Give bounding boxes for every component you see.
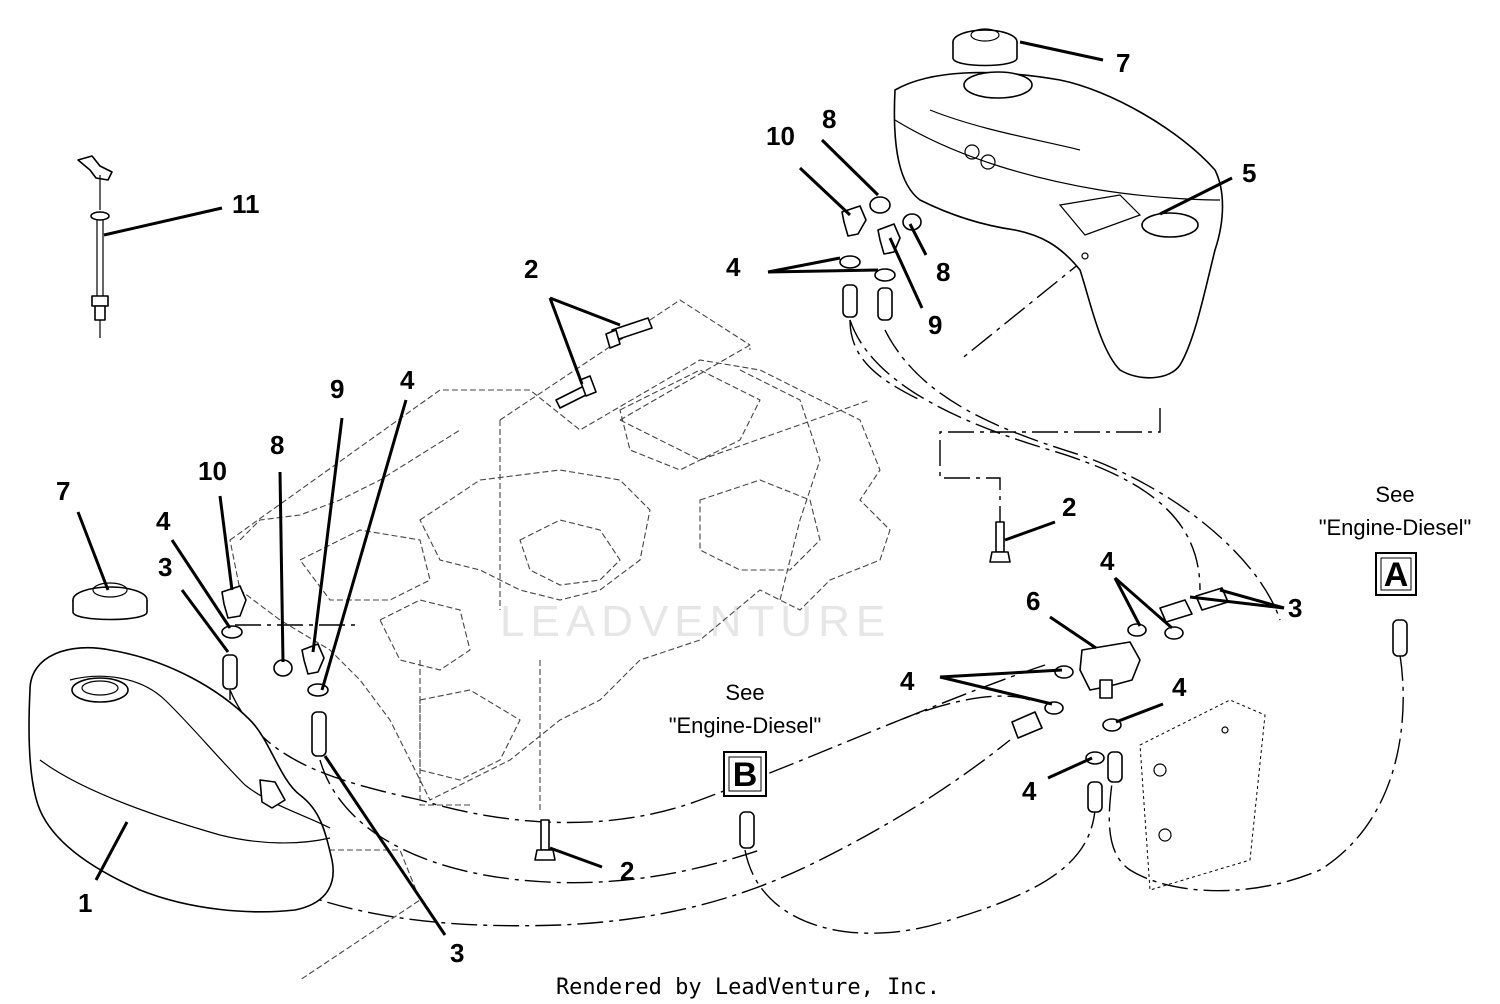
reference-a-letter: A [1384,556,1409,594]
callout-8-left: 8 [270,430,284,460]
right-fuel-tank [893,71,1224,379]
bolt-bottom [534,819,556,861]
callout-3-bottom: 3 [450,938,464,968]
reference-a[interactable]: See "Engine-Diesel" A [1319,482,1472,596]
callout-4-tee-left: 4 [900,666,915,696]
callout-3-right: 3 [1288,593,1302,623]
left-fuel-tank [28,646,334,913]
bolt-top-a [605,317,653,349]
callout-11: 11 [232,189,260,219]
fuel-cap-left [72,582,148,621]
callout-8-right-top: 8 [822,104,836,134]
callout-4-tee-top: 4 [1100,546,1115,576]
mounting-plate [1139,699,1266,891]
callout-4-right-top: 4 [726,252,741,282]
callout-4-tee-bottom: 4 [1022,776,1037,806]
callout-10-left: 10 [198,456,227,486]
callout-7-right: 7 [1116,48,1130,78]
chassis-frame [229,299,891,981]
bolts [534,317,1011,861]
callout-1: 1 [78,888,92,918]
callout-3-left: 3 [158,552,172,582]
hoses [222,284,1408,849]
callout-4-tee-right: 4 [1172,672,1187,702]
fuel-gauge-sender [77,155,113,338]
callout-4-left-top: 4 [400,365,415,395]
reference-b-letter: B [733,756,758,794]
callout-6: 6 [1026,586,1040,616]
callout-7-left: 7 [56,476,70,506]
leader-lines [76,40,1285,936]
callout-10-right: 10 [766,121,795,151]
callout-2-top: 2 [524,254,538,284]
footer-credit: Rendered by LeadVenture, Inc. [556,975,940,1000]
reference-b[interactable]: See "Engine-Diesel" B [669,680,822,797]
callout-2-bottom: 2 [620,856,634,886]
callout-9-right: 9 [928,310,942,340]
callout-2-right: 2 [1062,492,1076,522]
fuel-lines [229,254,1404,934]
fuel-cap-right [952,28,1018,67]
reference-b-see: See [725,680,764,705]
callout-5: 5 [1242,158,1256,188]
reference-a-target: "Engine-Diesel" [1319,515,1472,540]
watermark: LEADVENTURE [500,597,891,646]
callouts: 7 10 8 5 11 2 4 8 9 9 4 8 10 7 4 3 2 4 6… [56,48,1302,968]
reference-b-target: "Engine-Diesel" [669,713,822,738]
hose-clamps [221,255,1184,765]
callout-9-left: 9 [330,374,344,404]
bolt-top-b [555,375,597,409]
callout-8-right-bottom: 8 [936,257,950,287]
bolt-right [989,521,1011,563]
callout-4-left: 4 [156,506,171,536]
reference-a-see: See [1375,482,1414,507]
